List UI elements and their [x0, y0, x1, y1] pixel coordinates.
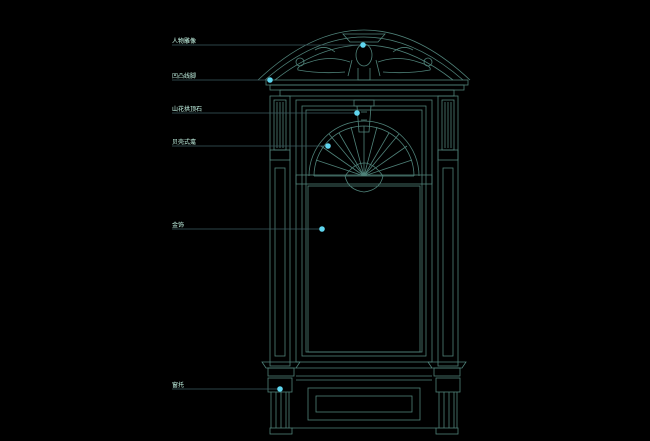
pediment-arc-inner — [274, 44, 454, 81]
callout-dot — [319, 226, 325, 232]
label-shell-niche: 贝壳式龛 — [172, 139, 197, 146]
callout-dots — [267, 42, 366, 392]
pediment-arc-outer — [257, 29, 471, 81]
callout-dot — [277, 386, 283, 392]
callout-dot — [354, 110, 360, 116]
label-frame-ornament: 金饰 — [172, 222, 185, 229]
keystone-drawing — [353, 99, 375, 107]
callout-dot — [267, 77, 273, 83]
label-figure-statue: 人物雕像 — [172, 38, 197, 45]
pediment-arc-mid — [264, 36, 464, 81]
shell-fan — [308, 120, 420, 177]
label-moulding: 凹凸线脚 — [172, 73, 197, 80]
callout-dot — [360, 42, 366, 48]
label-window-bracket: 窗托 — [172, 382, 185, 389]
base-panel — [307, 387, 421, 421]
figure-statue-drawing — [295, 33, 433, 81]
label-keystone: 山花拱顶石 — [172, 106, 203, 113]
leader-lines — [172, 44, 363, 390]
callout-dot — [325, 143, 331, 149]
shell-rays — [314, 126, 414, 177]
